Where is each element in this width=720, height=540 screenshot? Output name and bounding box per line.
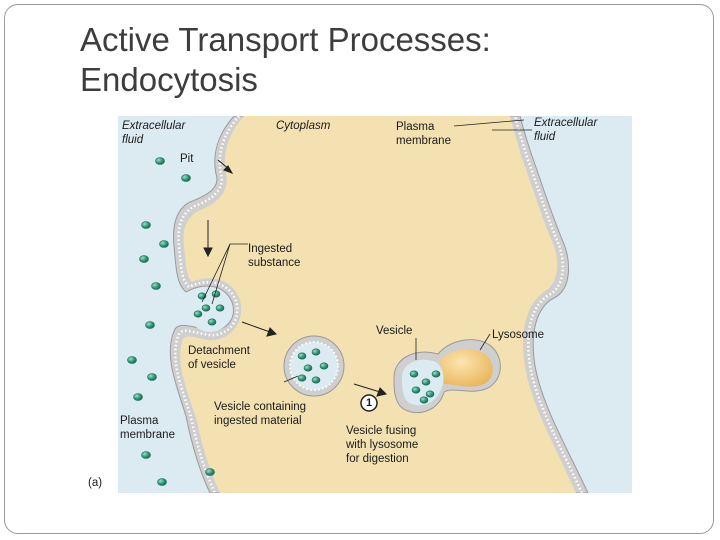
ingested-leader-2 — [211, 243, 231, 305]
molecule — [155, 157, 165, 165]
fusion-arrowhead — [376, 387, 387, 397]
molecules — [127, 157, 441, 486]
containing-leader — [283, 375, 299, 383]
molecule — [319, 362, 329, 370]
ingestion-arrowhead — [203, 247, 213, 258]
molecule — [181, 174, 191, 182]
molecule — [297, 374, 307, 382]
step-number-circle — [360, 394, 378, 412]
leader-lines — [201, 119, 532, 383]
molecule — [151, 282, 161, 290]
lysosome — [440, 349, 493, 387]
label-vesicle-fusing: Vesicle fusing with lysosome for digesti… — [346, 425, 419, 465]
label-lysosome: Lysosome — [492, 329, 544, 341]
molecule — [215, 304, 225, 312]
label-detachment: Detachment of vesicle — [188, 345, 251, 371]
molecule — [409, 370, 419, 378]
molecule — [139, 255, 149, 263]
label-extracellular-fluid-right: Extracellular fluid — [534, 117, 598, 143]
molecule — [207, 318, 217, 326]
label-vesicle-containing: Vesicle containing ingested material — [214, 401, 307, 427]
molecule — [431, 370, 441, 378]
title-line-2: Endocytosis — [80, 61, 258, 98]
molecule — [419, 396, 429, 404]
molecule — [133, 393, 143, 401]
molecule — [141, 221, 151, 229]
molecule — [297, 352, 307, 360]
label-cytoplasm: Cytoplasm — [276, 120, 331, 132]
molecule — [303, 364, 313, 372]
molecule — [311, 376, 321, 384]
label-ingested-substance: Ingested substance — [248, 243, 301, 269]
step-number: 1 — [366, 397, 373, 409]
molecule — [201, 304, 211, 312]
title-line-1: Active Transport Processes: — [80, 21, 491, 58]
molecule — [159, 240, 169, 248]
slide-frame — [4, 4, 714, 534]
pit-arrowhead — [223, 165, 234, 174]
slide-title: Active Transport Processes: Endocytosis — [80, 20, 491, 100]
molecule — [145, 321, 155, 329]
molecule — [157, 478, 167, 486]
detachment-arrowhead — [266, 327, 277, 337]
label-pit: Pit — [180, 153, 194, 165]
molecule — [421, 378, 431, 386]
molecule — [193, 310, 203, 318]
molecule — [425, 390, 435, 398]
lysosome-leader — [479, 333, 491, 351]
label-plasma-membrane-top: Plasma membrane — [396, 121, 451, 147]
endocytosis-diagram — [118, 116, 632, 493]
endocytosis-figure: Extracellular fluid Cytoplasm Plasma mem… — [88, 116, 632, 493]
arrows — [203, 159, 387, 397]
label-vesicle: Vesicle — [376, 325, 413, 337]
label-plasma-membrane-bottom: Plasma membrane — [120, 415, 175, 441]
membrane-texture — [174, 116, 584, 493]
ingested-leader — [201, 243, 248, 303]
membrane-top-leader — [453, 119, 525, 127]
molecule — [311, 348, 321, 356]
fusion-arrow — [353, 383, 381, 393]
molecule — [147, 373, 157, 381]
molecule — [205, 468, 215, 476]
detachment-arrow — [241, 321, 271, 333]
forming-vesicle — [188, 288, 232, 332]
panel-letter: (a) — [88, 477, 103, 489]
molecule — [141, 451, 151, 459]
cytoplasm — [180, 116, 577, 493]
label-extracellular-fluid-left: Extracellular fluid — [122, 120, 186, 146]
molecule — [411, 386, 421, 394]
molecule — [127, 356, 137, 364]
